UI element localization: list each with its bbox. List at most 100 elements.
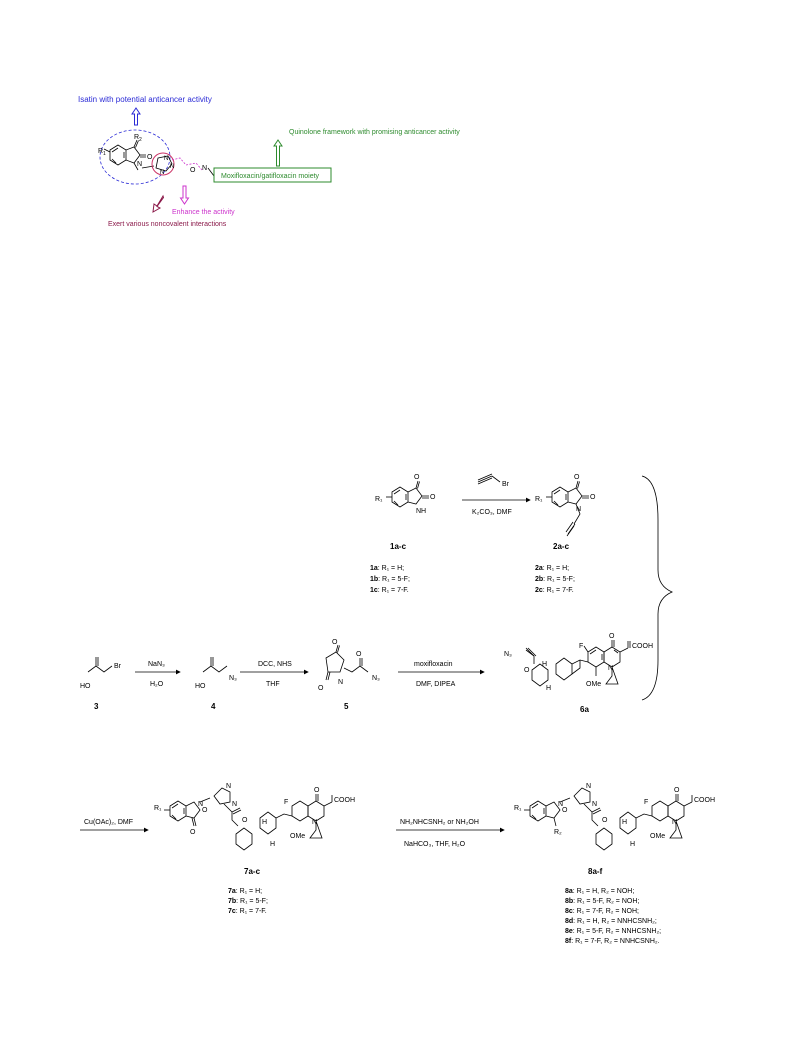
f-label-7: F xyxy=(284,799,288,806)
o-label-1a: O xyxy=(414,474,420,481)
variant-id: 1a xyxy=(370,565,378,572)
ome-label-6: OMe xyxy=(586,681,601,688)
variant-line: 1a: R₁ = H; xyxy=(370,565,404,572)
variant-line: 7a: R₁ = H; xyxy=(228,888,262,895)
compound-8a-f: 8a-f xyxy=(588,867,603,876)
n-label-7d: N xyxy=(312,819,317,826)
h-label-8b: H xyxy=(630,841,635,848)
quinolone-ring-b xyxy=(603,646,621,668)
step2-solvent1: H₂O xyxy=(150,681,164,688)
variant-id: 7c xyxy=(228,908,236,915)
n-label-7c: N xyxy=(232,801,237,808)
h-label-6a: H xyxy=(542,661,547,668)
step2-solvent2: THF xyxy=(266,681,280,688)
o-label-2b: O xyxy=(590,494,596,501)
step1-conditions: K₂CO₃, DMF xyxy=(472,509,512,516)
compound-5: 5 xyxy=(344,702,349,711)
triazole-circle xyxy=(151,152,175,176)
n-label-5: N xyxy=(338,679,343,686)
o-label-7c: O xyxy=(242,817,248,824)
n-label-8c: N xyxy=(592,801,597,808)
step3-conditions2: NaHCO₃, THF, H₂O xyxy=(404,841,466,848)
variant-text: : R₁ = 7-F, R₂ = NNHCSNH₂. xyxy=(571,938,659,945)
variant-id: 7a xyxy=(228,888,236,895)
step2-reagent3: moxifloxacin xyxy=(414,661,453,668)
variant-line: 1c: R₁ = 7-F. xyxy=(370,587,409,594)
o-label-7d: O xyxy=(314,787,320,794)
o-label-2a: O xyxy=(574,474,580,481)
r1-label-1: R₁ xyxy=(375,496,383,503)
ome-label-7: OMe xyxy=(290,833,305,840)
variant-line: 1b: R₁ = 5-F; xyxy=(370,576,410,583)
variant-line: 8b: R₁ = 5-F, R₂ = NOH; xyxy=(565,898,639,905)
r1-label-7: R₁ xyxy=(154,805,162,812)
variant-text: : R₁ = 5-F, R₂ = NNHCSNH₂; xyxy=(573,928,661,935)
variant-line: 8e: R₁ = 5-F, R₂ = NNHCSNH₂; xyxy=(565,928,661,935)
ome-label-8: OMe xyxy=(650,833,665,840)
variant-id: 2a xyxy=(535,565,543,572)
linker-o-atom: O xyxy=(190,167,196,174)
variant-line: 7b: R₁ = 5-F; xyxy=(228,898,268,905)
f-label-8: F xyxy=(644,799,648,806)
o-label-1b: O xyxy=(430,494,436,501)
isatin-core-structure xyxy=(103,139,146,171)
isatin-n-atom: N xyxy=(137,161,142,168)
isatin-label: Isatin with potential anticancer activit… xyxy=(78,95,212,104)
r1-sub: 1 xyxy=(103,151,106,157)
scheme-row-3 xyxy=(80,787,693,851)
step3-reagent1: Cu(OAc)₂, DMF xyxy=(84,819,133,826)
variant-text: : R₁ = H; xyxy=(543,565,569,572)
r1-label-8: R₁ xyxy=(514,805,522,812)
variants-1: 1a: R₁ = H; 1b: R₁ = 5-F; 1c: R₁ = 7-F. xyxy=(370,565,410,594)
o-label-5a: O xyxy=(332,639,338,646)
o-label-6b: O xyxy=(609,633,615,640)
o-label-7b: O xyxy=(190,829,196,836)
variant-text: : R₁ = 5-F, R₂ = NOH; xyxy=(573,898,639,905)
n3-label-6: N₃ xyxy=(504,651,512,658)
variant-text: : R₁ = H, R₂ = NNHCSNH₂; xyxy=(573,918,657,925)
enhance-label: Enhance the activity xyxy=(172,209,235,216)
n-label-8d: N xyxy=(672,819,677,826)
isatin-arrow-icon xyxy=(131,107,141,126)
noncovalent-arrow-icon xyxy=(152,194,165,213)
step2-reagent1: NaN₃ xyxy=(148,661,165,668)
compound-4: 4 xyxy=(211,702,216,711)
variant-line: 8f: R₁ = 7-F, R₂ = NNHCSNH₂. xyxy=(565,938,660,945)
variant-id: 1b xyxy=(370,576,378,583)
variant-id: 7b xyxy=(228,898,236,905)
scheme-row-2 xyxy=(87,640,631,687)
o-label-7a: O xyxy=(202,807,208,814)
o-label-8d: O xyxy=(674,787,680,794)
quinolone-label: Quinolone framework with promising antic… xyxy=(289,129,460,136)
variants-7: 7a: R₁ = H; 7b: R₁ = 5-F; 7c: R₁ = 7-F. xyxy=(228,888,268,915)
r2-sub: 2 xyxy=(139,137,142,143)
variant-line: 7c: R₁ = 7-F. xyxy=(228,908,267,915)
variant-id: 8b xyxy=(565,898,573,905)
variant-id: 8e xyxy=(565,928,573,935)
triazole-n-bottom: N xyxy=(160,170,164,176)
variant-text: : R₁ = 7-F. xyxy=(378,587,409,594)
cooh-label-7: COOH xyxy=(334,797,355,804)
variants-2: 2a: R₁ = H;2b: R₁ = 5-F;2c: R₁ = 7-F. xyxy=(535,565,575,594)
compound-3: 3 xyxy=(94,702,99,711)
noncovalent-label: Exert various noncovalent interactions xyxy=(108,221,227,228)
ho-label-4: HO xyxy=(195,683,206,690)
o-label-6a: O xyxy=(524,667,530,674)
variant-line: 8d: R₁ = H, R₂ = NNHCSNH₂; xyxy=(565,918,657,925)
linker-n-atom: N xyxy=(202,165,207,172)
enhance-arrow-icon xyxy=(179,185,190,205)
linker-bond xyxy=(207,167,215,177)
variant-id: 8c xyxy=(565,908,573,915)
r2-atom: R xyxy=(134,134,139,141)
variant-text: : R₁ = H, R₂ = NOH; xyxy=(573,888,635,895)
scheme-row-1 xyxy=(386,473,674,701)
variant-id: 8f xyxy=(565,938,572,945)
h-label-6b: H xyxy=(546,685,551,692)
compound-7a-c: 7a-c xyxy=(244,867,261,876)
ho-label-3: HO xyxy=(80,683,91,690)
h-label-8a: H xyxy=(622,819,627,826)
n3-label-4: N₃ xyxy=(229,675,237,682)
n-label-7b: N xyxy=(226,783,231,790)
variant-text: : R₁ = 5-F; xyxy=(236,898,268,905)
variant-text: : R₁ = H; xyxy=(378,565,404,572)
